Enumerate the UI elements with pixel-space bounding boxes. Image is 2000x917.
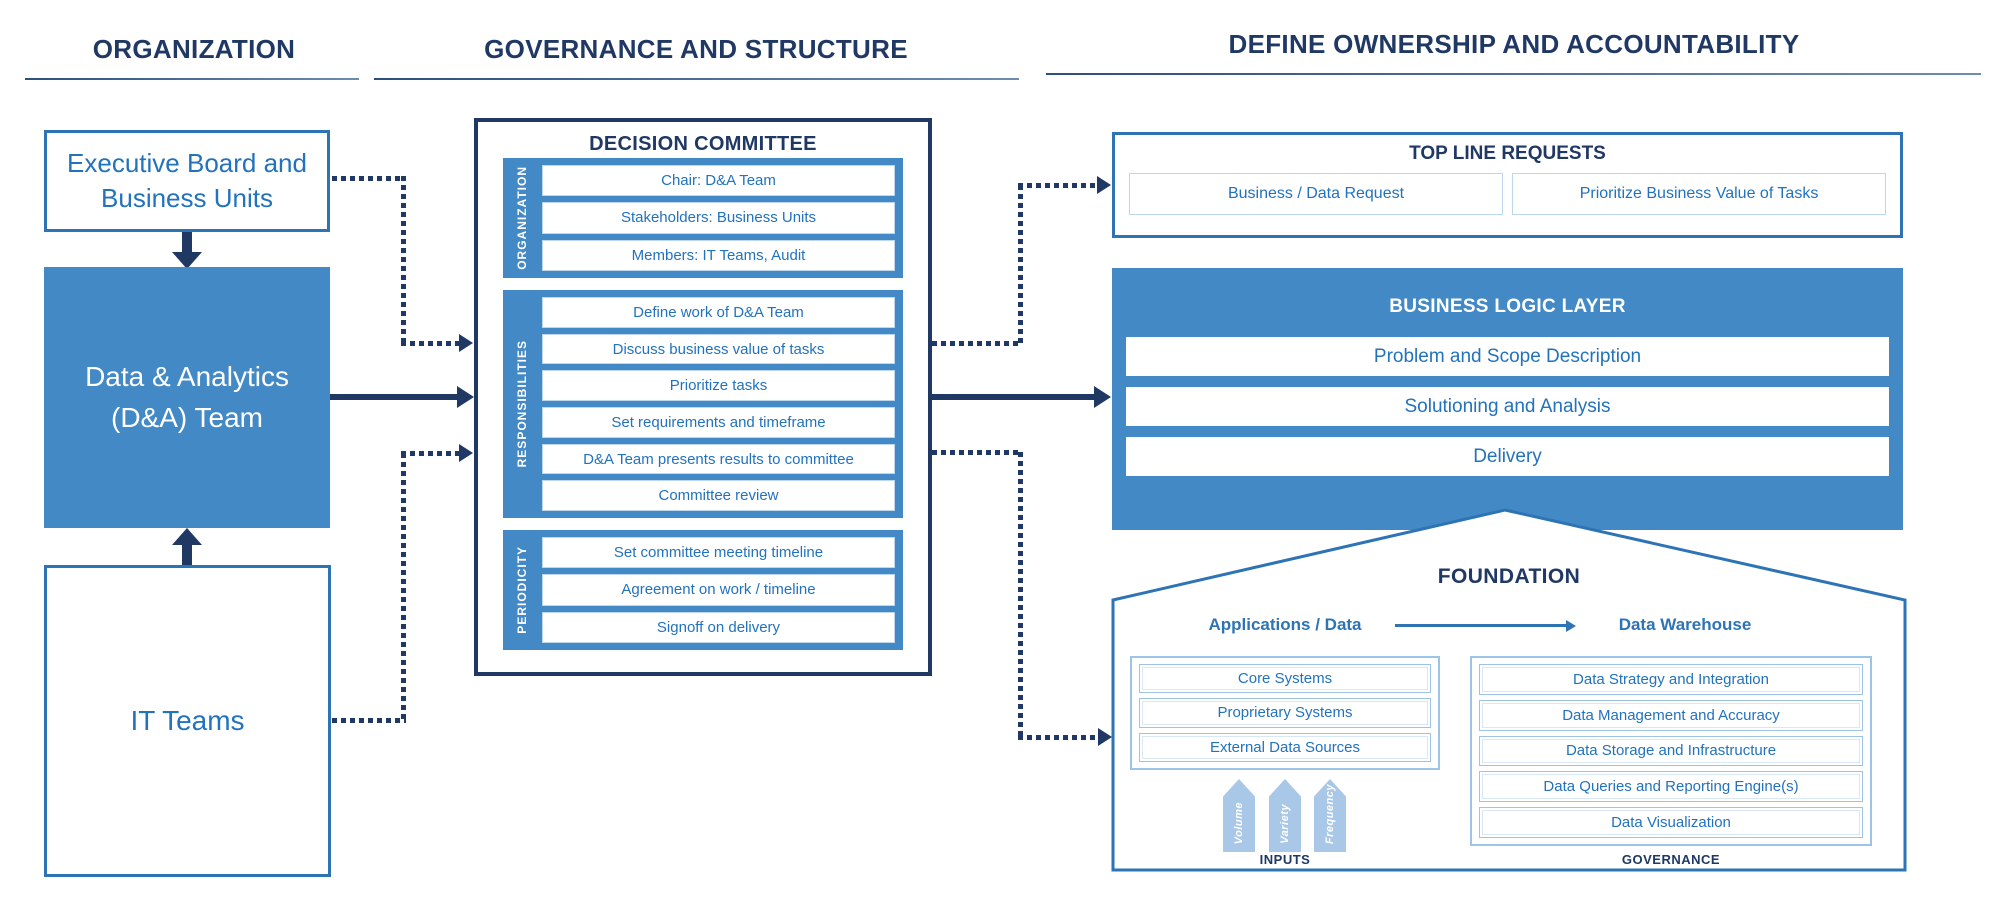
- inputs-row: External Data Sources: [1139, 732, 1431, 762]
- exec-committee-connector-seg3: [401, 341, 460, 346]
- committee-foundation-arrowhead: [1098, 728, 1112, 746]
- committee-group-periodicity: PERIODICITY Set committee meeting timeli…: [503, 530, 903, 650]
- inputs-row: Proprietary Systems: [1139, 698, 1431, 728]
- governance-row: Data Queries and Reporting Engine(s): [1479, 771, 1863, 803]
- it-committee-connector-seg2: [401, 453, 406, 723]
- volume-arrow-label: Volume: [1233, 801, 1245, 844]
- governance-row: Data Storage and Infrastructure: [1479, 735, 1863, 767]
- inputs-row: Core Systems: [1139, 664, 1431, 694]
- committee-group-responsibilities: RESPONSIBILITIES Define work of D&A Team…: [503, 290, 903, 518]
- committee-foundation-connector-seg2: [1018, 452, 1023, 739]
- executive-board-box: Executive Board and Business Units: [44, 130, 330, 232]
- committee-group-organization-label: ORGANIZATION: [514, 166, 529, 270]
- it-to-da-arrow-head: [172, 528, 202, 545]
- committee-row: Committee review: [542, 480, 895, 512]
- da-committee-connector: [330, 394, 458, 400]
- governance-group-box: Data Strategy and Integration Data Manag…: [1470, 656, 1872, 846]
- committee-row: Set requirements and timeframe: [542, 407, 895, 438]
- committee-row: D&A Team presents results to committee: [542, 443, 895, 475]
- frequency-arrow-label: Frequency: [1324, 783, 1336, 844]
- header-ownership: DEFINE OWNERSHIP AND ACCOUNTABILITY: [1228, 29, 1800, 59]
- it-committee-connector-seg1: [332, 718, 406, 723]
- committee-row: Signoff on delivery: [542, 611, 895, 643]
- exec-to-da-arrow-shaft: [182, 232, 192, 254]
- committee-foundation-connector-seg1: [932, 450, 1022, 455]
- it-to-da-arrow-shaft: [182, 544, 192, 566]
- decision-committee-title: DECISION COMMITTEE: [589, 133, 817, 155]
- frequency-arrow: Frequency: [1314, 779, 1346, 852]
- inputs-caption: INPUTS: [1259, 852, 1311, 867]
- top-line-item: Prioritize Business Value of Tasks: [1512, 173, 1886, 215]
- committee-bll-arrowhead: [1094, 386, 1111, 408]
- committee-group-organization: ORGANIZATION Chair: D&A Team Stakeholder…: [503, 158, 903, 278]
- header-ownership-rule: [1046, 73, 1981, 75]
- business-logic-row: Solutioning and Analysis: [1126, 387, 1889, 426]
- apps-to-warehouse-arrow-line: [1395, 624, 1567, 627]
- exec-to-da-arrow-head: [172, 252, 202, 269]
- governance-row: Data Visualization: [1479, 807, 1863, 838]
- business-logic-row: Delivery: [1126, 437, 1889, 476]
- header-organization: ORGANIZATION: [92, 34, 296, 64]
- da-team-box: Data & Analytics (D&A) Team: [44, 267, 330, 528]
- committee-topline-connector-seg3: [1018, 183, 1098, 188]
- committee-row: Chair: D&A Team: [542, 165, 895, 197]
- da-committee-arrowhead: [457, 386, 474, 408]
- exec-committee-connector-seg1: [332, 176, 406, 181]
- committee-topline-arrowhead: [1097, 176, 1111, 194]
- governance-row: Data Management and Accuracy: [1479, 699, 1863, 731]
- applications-data-label: Applications / Data: [1208, 615, 1362, 634]
- business-logic-layer-title: BUSINESS LOGIC LAYER: [1389, 296, 1626, 317]
- committee-topline-connector-seg2: [1018, 185, 1023, 346]
- volume-arrow: Volume: [1223, 779, 1255, 852]
- it-committee-arrowhead: [459, 444, 473, 462]
- committee-topline-connector-seg1: [932, 341, 1022, 346]
- committee-row: Define work of D&A Team: [542, 297, 895, 328]
- committee-row: Stakeholders: Business Units: [542, 202, 895, 234]
- committee-group-periodicity-sidebar: PERIODICITY: [503, 530, 540, 650]
- committee-group-responsibilities-label: RESPONSIBILITIES: [514, 340, 529, 468]
- committee-bll-connector: [932, 394, 1095, 400]
- top-line-requests-box: TOP LINE REQUESTS Business / Data Reques…: [1112, 132, 1903, 238]
- committee-row: Discuss business value of tasks: [542, 333, 895, 365]
- top-line-requests-title: TOP LINE REQUESTS: [1409, 143, 1606, 164]
- top-line-item: Business / Data Request: [1129, 173, 1503, 215]
- data-warehouse-label: Data Warehouse: [1618, 615, 1752, 634]
- committee-group-organization-sidebar: ORGANIZATION: [503, 158, 540, 278]
- committee-row: Members: IT Teams, Audit: [542, 239, 895, 271]
- header-governance: GOVERNANCE AND STRUCTURE: [484, 34, 908, 64]
- variety-arrow-label: Variety: [1279, 804, 1291, 844]
- committee-row: Set committee meeting timeline: [542, 537, 895, 569]
- governance-caption: GOVERNANCE: [1621, 852, 1721, 867]
- apps-to-warehouse-arrow-head: [1566, 620, 1576, 632]
- exec-committee-connector-seg2: [401, 176, 406, 346]
- it-committee-connector-seg3: [401, 451, 460, 456]
- exec-committee-arrowhead: [459, 334, 473, 352]
- committee-group-periodicity-label: PERIODICITY: [514, 546, 529, 634]
- committee-row: Agreement on work / timeline: [542, 574, 895, 606]
- variety-arrow: Variety: [1269, 779, 1301, 852]
- committee-foundation-connector-seg3: [1018, 735, 1099, 740]
- committee-group-responsibilities-sidebar: RESPONSIBILITIES: [503, 290, 540, 518]
- header-governance-rule: [374, 78, 1019, 80]
- business-logic-layer-box: BUSINESS LOGIC LAYER Problem and Scope D…: [1112, 268, 1903, 530]
- inputs-group-box: Core Systems Proprietary Systems Externa…: [1130, 656, 1440, 770]
- governance-row: Data Strategy and Integration: [1479, 664, 1863, 695]
- business-logic-row: Problem and Scope Description: [1126, 337, 1889, 376]
- it-teams-box: IT Teams: [44, 565, 331, 877]
- header-organization-rule: [25, 78, 359, 80]
- foundation-title: FOUNDATION: [1437, 565, 1581, 588]
- committee-row: Prioritize tasks: [542, 370, 895, 402]
